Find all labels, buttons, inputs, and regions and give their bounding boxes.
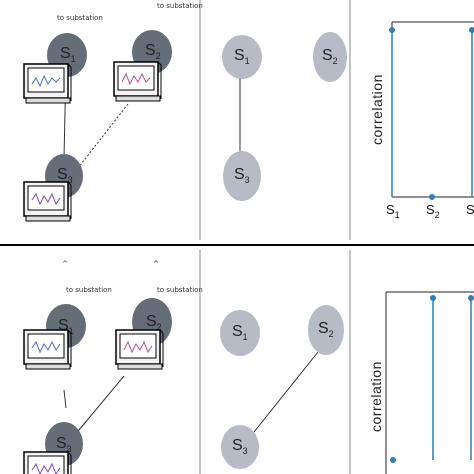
graph-node-s3 — [223, 151, 261, 201]
wire-s2-s3 — [77, 103, 129, 169]
top-network: to substation to substation S1 S2 S3 — [23, 2, 203, 222]
y-axis-label: correlation — [368, 361, 384, 432]
tag-arrow-s1: ^ — [62, 260, 68, 268]
graph-node-s1 — [220, 310, 260, 356]
graph-node-s1 — [222, 35, 262, 79]
tag-s2: to substation — [157, 286, 203, 294]
tag-s1: to substation — [66, 286, 112, 294]
bottom-panel: ^ to substation ^ to substation S1 S2 S3 — [23, 250, 474, 474]
node-s3-label: S3 — [56, 435, 72, 454]
top-graph: S1 S2 S3 — [222, 32, 347, 201]
stem-marker-3 — [468, 295, 474, 301]
edge-s2-s3 — [253, 351, 319, 433]
stem-marker-2 — [429, 194, 435, 200]
x-tick-s2: S2 — [426, 202, 440, 220]
graph-node-s3-label: S3 — [232, 437, 248, 456]
graph-node-s3 — [221, 425, 259, 469]
stem-marker-1 — [389, 27, 395, 33]
node-s2-label: S2 — [146, 313, 162, 332]
computer-monitor-icon — [23, 451, 72, 474]
tag-s2: to substation — [157, 2, 203, 10]
graph-node-s2 — [308, 305, 344, 355]
computer-monitor-icon — [23, 329, 72, 370]
tag-arrow-s2: ^ — [153, 260, 159, 268]
graph-node-s2 — [313, 32, 347, 82]
top-panel: to substation to substation S1 S2 S3 — [23, 0, 474, 240]
graph-node-s3-label: S3 — [234, 166, 250, 185]
top-correlation-chart: correlation S1 S2 S3 — [369, 21, 474, 220]
tag-s1-line2: to substation — [57, 14, 103, 22]
stem-marker-1 — [390, 457, 396, 463]
computer-monitor-icon — [115, 329, 164, 370]
x-tick-s1: S1 — [386, 202, 400, 220]
graph-node-s2-label: S2 — [322, 47, 338, 66]
y-axis-label: correlation — [369, 74, 385, 145]
x-tick-s3: S3 — [466, 202, 474, 220]
graph-node-s2-label: S2 — [318, 320, 334, 339]
stem-marker-3 — [469, 27, 474, 33]
computer-monitor-icon — [23, 63, 72, 104]
node-s1-label: S1 — [60, 45, 76, 64]
node-s3-label: S3 — [57, 166, 73, 185]
computer-monitor-icon — [113, 61, 162, 102]
graph-node-s1-label: S1 — [232, 323, 248, 342]
computer-monitor-icon — [23, 181, 72, 222]
node-s2-label: S2 — [145, 42, 161, 61]
bottom-correlation-chart: correlation — [368, 291, 474, 474]
bottom-network: ^ to substation ^ to substation S1 S2 S3 — [23, 260, 203, 474]
graph-node-s1-label: S1 — [234, 47, 250, 66]
wire-s2-s3 — [73, 375, 125, 437]
wire-s1-s3 — [63, 389, 67, 409]
bottom-graph: S1 S2 S3 — [220, 305, 344, 469]
node-s1-label: S1 — [58, 317, 74, 336]
stem-marker-2 — [430, 295, 436, 301]
